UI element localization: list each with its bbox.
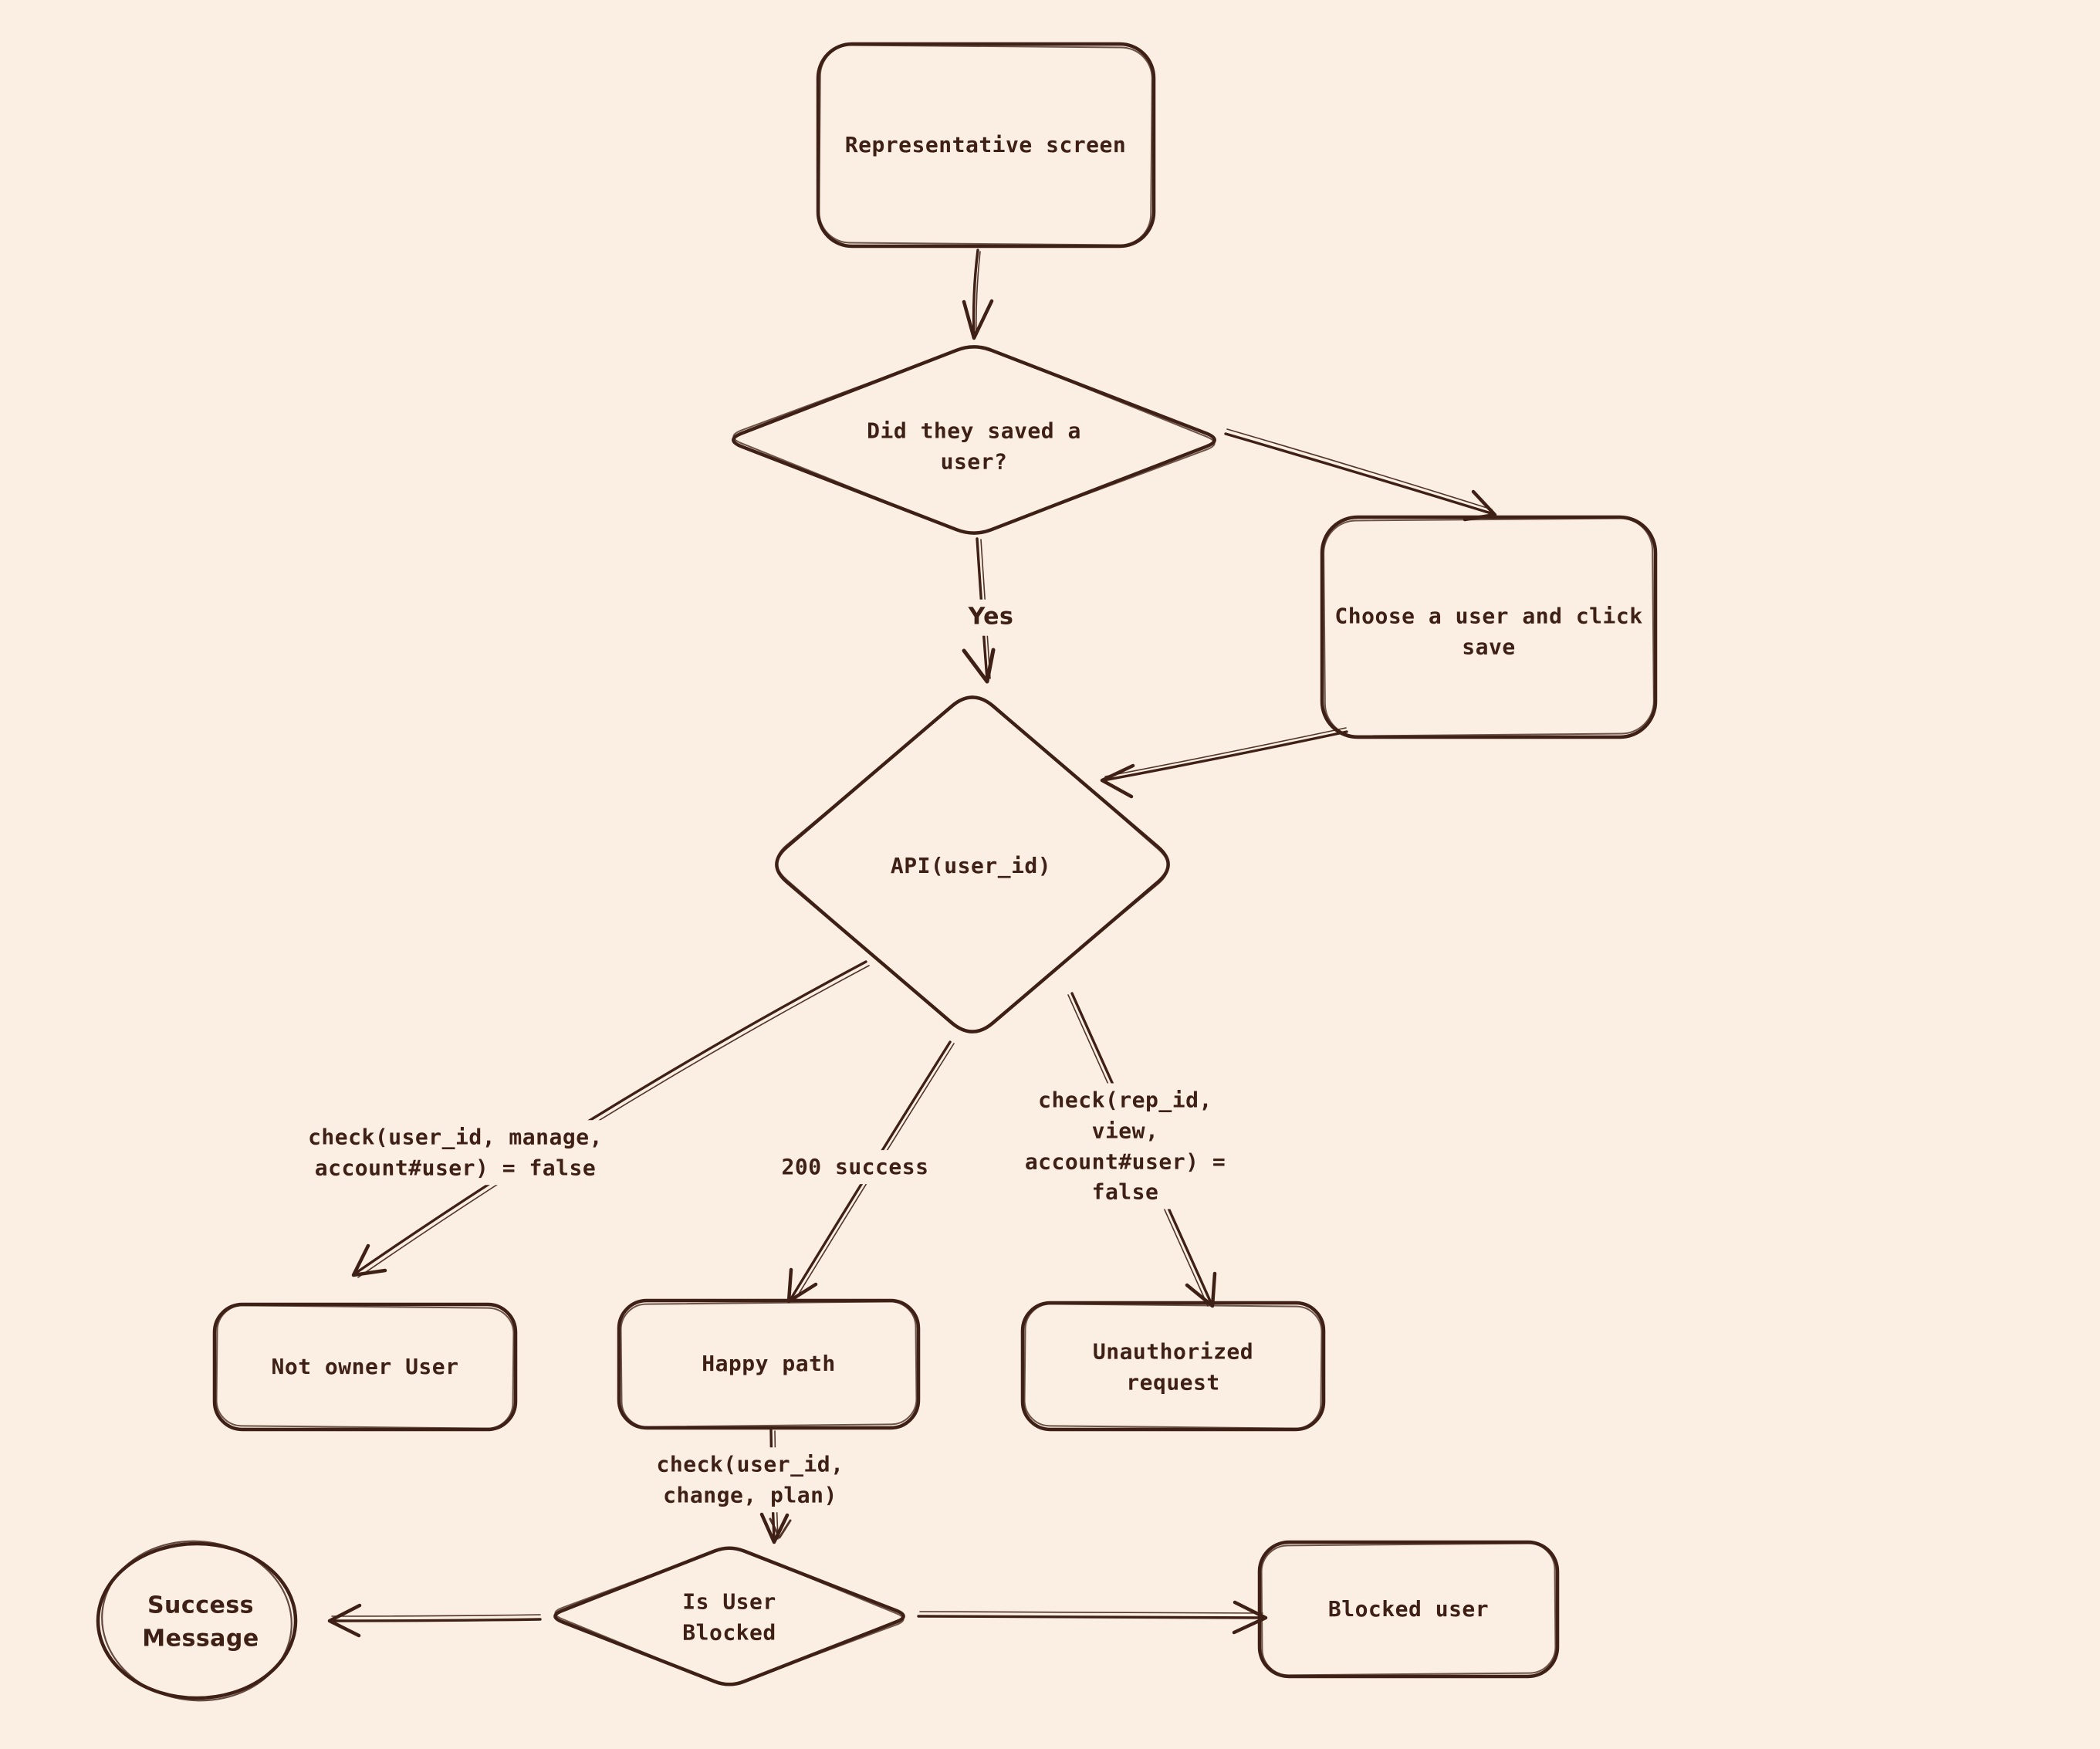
success-message-shape — [96, 1540, 298, 1702]
happy-path-shape — [617, 1298, 921, 1430]
edge-decision-to-choose — [1224, 428, 1497, 522]
blocked-user-label: Blocked user — [1327, 1596, 1490, 1622]
choose-user-label: Choose a user and click save — [1334, 603, 1643, 659]
is-user-blocked-shape — [553, 1546, 905, 1686]
arrowhead — [351, 1243, 387, 1277]
arrowhead — [786, 1267, 818, 1304]
edge-label-200-success: 200 success — [773, 1150, 937, 1184]
blocked-user-shape — [1257, 1540, 1560, 1679]
arrowhead — [962, 299, 994, 340]
success-message-label: Success Message — [142, 1592, 259, 1652]
edge-label-check-view: check(rep_id, view, account#user) = fals… — [1016, 1083, 1234, 1209]
api-call-shape — [775, 695, 1170, 1034]
edge-label-check-change-plan: check(user_id, change, plan) — [648, 1447, 852, 1512]
arrowhead — [759, 1512, 790, 1544]
edge-blocked-decision-to-blocked-user — [917, 1600, 1268, 1635]
is-user-blocked-label: Is User Blocked — [682, 1588, 776, 1645]
arrowhead — [327, 1603, 362, 1638]
edge-label-check-manage: check(user_id, manage, account#user) = f… — [300, 1120, 610, 1185]
arrowhead — [1185, 1271, 1217, 1308]
arrowhead — [1463, 489, 1497, 522]
edge-blocked-decision-to-success — [327, 1603, 542, 1638]
edge-choose-to-api — [1100, 727, 1348, 799]
edge-api-to-not-owner — [351, 960, 870, 1278]
api-call-label: API(user_id) — [890, 853, 1052, 879]
arrowhead — [1232, 1600, 1268, 1635]
arrowhead — [1100, 763, 1135, 799]
arrowhead — [962, 648, 996, 684]
saved-user-decision-label: Did they saved a user? — [867, 418, 1081, 474]
not-owner-user-shape — [212, 1302, 518, 1432]
saved-user-decision-shape — [732, 345, 1216, 535]
representative-screen-label: Representative screen — [844, 132, 1127, 158]
unauthorized-request-shape — [1020, 1301, 1326, 1432]
unauthorized-request-label: Unauthorized request — [1092, 1338, 1254, 1395]
happy-path-label: Happy path — [702, 1351, 836, 1377]
not-owner-user-label: Not owner User — [271, 1354, 459, 1380]
edge-label-yes: Yes — [960, 599, 1022, 636]
edge-screen-to-decision — [962, 249, 994, 340]
arrowhead — [769, 1517, 792, 1539]
representative-screen-shape — [816, 42, 1156, 249]
